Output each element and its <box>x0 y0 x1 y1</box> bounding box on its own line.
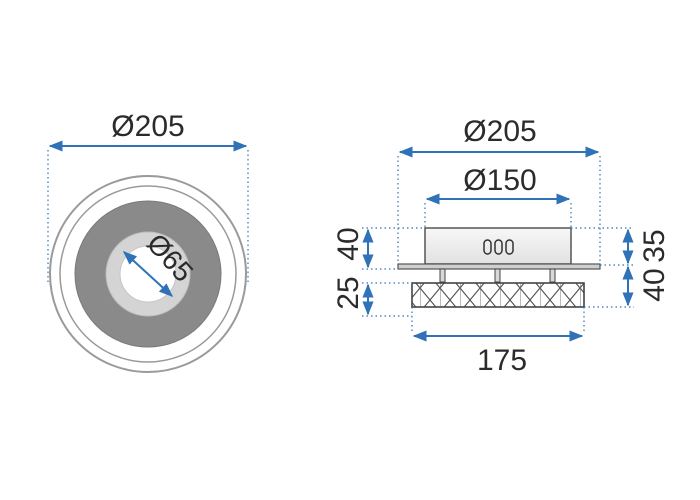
side-crystal-width-label: 175 <box>477 344 527 377</box>
side-left-upper-height-label: 40 <box>332 227 365 260</box>
side-right-upper-height-label: 35 <box>638 229 671 262</box>
inner-diameter-dimension-line <box>122 251 174 297</box>
side-top-diameter-label: Ø205 <box>463 115 536 148</box>
side-view: Ø205 Ø150 175 40 <box>332 115 671 377</box>
top-view: Ø205 Ø65 <box>47 110 249 373</box>
lamp-body <box>424 227 572 265</box>
support-rod-left <box>439 268 446 283</box>
side-right-lower-height-label: 40 <box>638 268 671 301</box>
side-body-diameter-label: Ø150 <box>463 164 536 197</box>
side-left-lower-height-label: 25 <box>332 276 365 309</box>
mounting-plate <box>397 263 601 270</box>
support-rod-middle <box>494 268 501 283</box>
driver-vent-icon <box>483 239 514 255</box>
crystal-band <box>411 282 585 308</box>
top-outer-diameter-label: Ø205 <box>111 110 184 143</box>
support-rod-right <box>549 268 556 283</box>
